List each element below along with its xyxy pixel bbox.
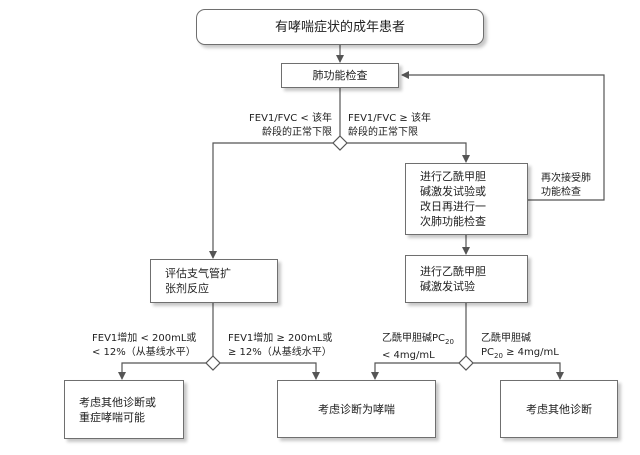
node-other-diagnosis: 考虑其他诊断 <box>500 380 618 438</box>
node-asthma-diagnosis: 考虑诊断为哮喘 <box>277 380 436 438</box>
node-methacholine-or-repeat: 进行乙酰甲胆 碱激发试验或 改日再进行一 次肺功能检查 <box>405 163 528 235</box>
arrow-large-response-to-asthma <box>220 362 320 380</box>
label-pc20-low-prefix: 乙酰甲胆碱PC <box>382 333 446 344</box>
label-fev1-fvc-normal-line: 龄段的正常下限 <box>348 127 418 138</box>
node-adult-patient-text: 有哮喘症状的成年患者 <box>274 19 405 35</box>
label-fev1-small-increase: FEV1增加 < 200mL或 < 12%（从基线水平） <box>92 332 196 360</box>
node-bronchodilator-response-line: 评估支气管扩 <box>165 267 231 280</box>
label-pc20-high-prefix: PC <box>481 347 495 358</box>
label-pc20-high-line2: PC20 ≥ 4mg/mL <box>481 346 559 363</box>
label-fev1-small-increase-line: FEV1增加 < 200mL或 <box>92 333 197 344</box>
node-adult-patient: 有哮喘症状的成年患者 <box>196 9 484 45</box>
label-retest-line: 功能检查 <box>541 187 581 198</box>
node-methacholine-challenge: 进行乙酰甲胆 碱激发试验 <box>405 255 528 303</box>
node-methacholine-challenge-line: 碱激发试验 <box>420 280 475 293</box>
label-pc20-low: 乙酰甲胆碱PC20 < 4mg/mL <box>382 332 454 363</box>
label-fev1-large-increase: FEV1增加 ≥ 200mL或 ≥ 12%（从基线水平） <box>228 332 332 360</box>
label-fev1-fvc-low-line: 龄段的正常下限 <box>262 127 332 138</box>
node-lung-function-test-text: 肺功能检查 <box>312 69 368 82</box>
label-fev1-fvc-low: FEV1/FVC < 该年 龄段的正常下限 <box>249 112 332 140</box>
node-methacholine-or-repeat-line: 碱激发试验或 <box>420 185 486 198</box>
label-fev1-large-increase-line: FEV1增加 ≥ 200mL或 <box>228 333 333 344</box>
label-pc20-low-line1: 乙酰甲胆碱PC20 <box>382 332 454 349</box>
node-other-or-severe-asthma-line: 考虑其他诊断或 <box>79 395 156 409</box>
arrow-small-response-to-other <box>118 362 206 380</box>
label-retest: 再次接受肺 功能检查 <box>541 172 591 200</box>
node-methacholine-or-repeat-line: 次肺功能检查 <box>420 215 486 228</box>
node-lung-function-test: 肺功能检查 <box>281 63 399 88</box>
arrow-decision-to-methacholine-or-repeat <box>347 142 470 163</box>
arrow-decision-to-bronchodilator <box>209 142 333 259</box>
label-pc20-high: 乙酰甲胆碱 PC20 ≥ 4mg/mL <box>481 332 559 363</box>
arrow-low-pc20-to-asthma <box>371 362 459 380</box>
label-pc20-high-subscript: 20 <box>494 352 503 360</box>
node-other-diagnosis-text: 考虑其他诊断 <box>526 402 592 416</box>
label-fev1-fvc-low-line: FEV1/FVC < 该年 <box>249 113 332 124</box>
node-other-or-severe-asthma: 考虑其他诊断或 重症哮喘可能 <box>64 380 184 439</box>
decision-diamond-fev1-fvc <box>332 135 348 151</box>
label-fev1-large-increase-line: ≥ 12%（从基线水平） <box>228 347 332 358</box>
node-methacholine-or-repeat-line: 进行乙酰甲胆 <box>420 170 486 183</box>
decision-diamond-pc20 <box>458 355 474 371</box>
label-pc20-low-line2: < 4mg/mL <box>382 350 435 361</box>
decision-diamond-bronchodilator <box>205 355 221 371</box>
node-methacholine-or-repeat-line: 改日再进行一 <box>420 200 486 213</box>
node-bronchodilator-response-line: 张剂反应 <box>165 282 209 295</box>
label-fev1-small-increase-line: < 12%（从基线水平） <box>92 347 196 358</box>
label-pc20-high-line1: 乙酰甲胆碱 <box>481 333 531 344</box>
node-other-or-severe-asthma-line: 重症哮喘可能 <box>79 410 145 424</box>
label-pc20-low-subscript: 20 <box>445 338 454 346</box>
node-asthma-diagnosis-text: 考虑诊断为哮喘 <box>318 402 395 416</box>
label-pc20-high-suffix: ≥ 4mg/mL <box>502 347 559 358</box>
node-methacholine-challenge-line: 进行乙酰甲胆 <box>420 265 486 278</box>
arrow-high-pc20-to-other <box>473 362 564 380</box>
arrow-retest-loop <box>401 71 605 201</box>
label-retest-line: 再次接受肺 <box>541 173 591 184</box>
label-fev1-fvc-normal-line: FEV1/FVC ≥ 该年 <box>348 113 431 124</box>
label-fev1-fvc-normal: FEV1/FVC ≥ 该年 龄段的正常下限 <box>348 112 431 140</box>
node-bronchodilator-response: 评估支气管扩 张剂反应 <box>150 259 278 303</box>
